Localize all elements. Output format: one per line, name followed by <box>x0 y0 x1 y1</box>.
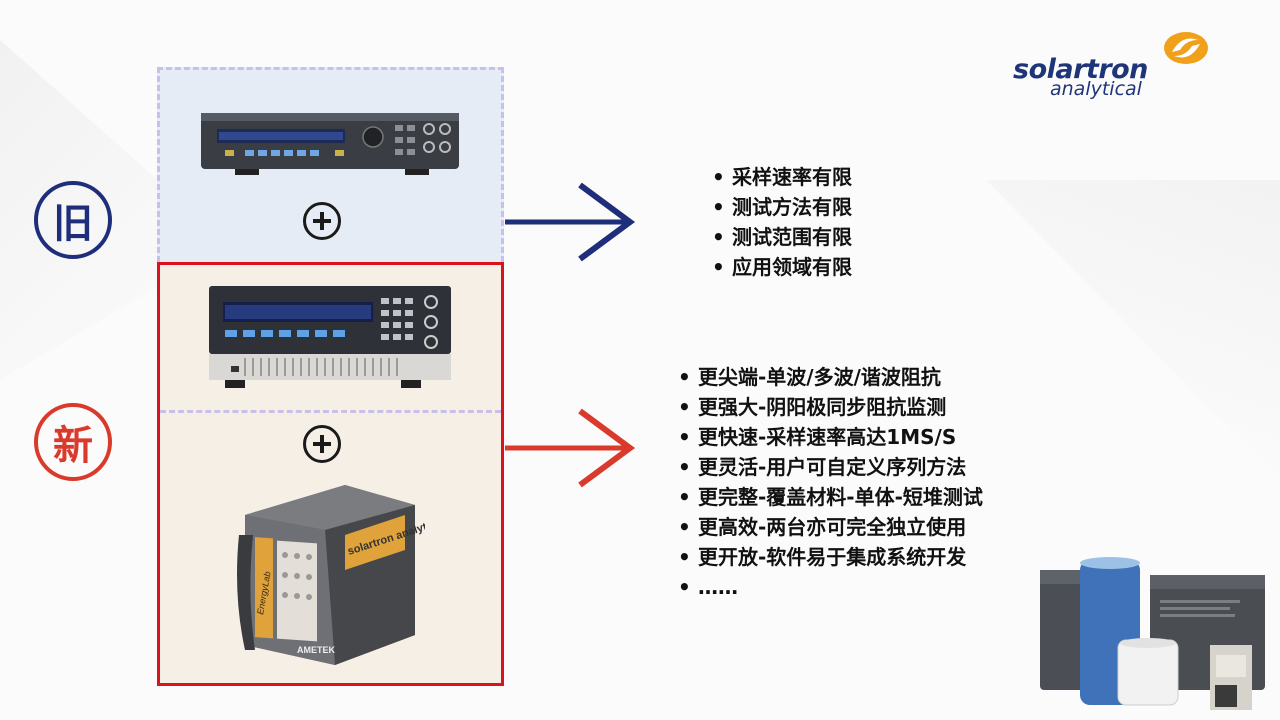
old-limitations-list: 采样速率有限 测试方法有限 测试范围有限 应用领域有限 <box>712 162 852 282</box>
list-item: …… <box>678 572 983 602</box>
arrow-right-new-icon <box>505 408 636 488</box>
plus-icon <box>303 202 341 240</box>
old-label-text: 旧 <box>53 201 93 247</box>
list-item: 更灵活-用户可自定义序列方法 <box>678 452 983 482</box>
new-label-text: 新 <box>53 423 93 469</box>
list-item: 应用领域有限 <box>712 252 852 282</box>
arrow-right-old-icon <box>505 182 636 262</box>
old-label-circle: 旧 <box>34 181 112 259</box>
solartron-logo: solartron analytical <box>1010 30 1220 110</box>
plus-icon <box>303 425 341 463</box>
energylab-system-image: solartron analytical EnergyLab AMETEK <box>237 485 425 665</box>
list-item: 更快速-采样速率高达1MS/S <box>678 422 983 452</box>
list-item: 测试方法有限 <box>712 192 852 222</box>
logo-brand-text: solartron <box>1013 54 1148 85</box>
new-impedance-analyzer-image <box>209 286 451 388</box>
list-item: 测试范围有限 <box>712 222 852 252</box>
logo-swirl-icon <box>1164 32 1208 64</box>
list-item: 更完整-覆盖材料-单体-短堆测试 <box>678 482 983 512</box>
battery-capacitor-image <box>1040 557 1265 710</box>
new-advantages-list: 更尖端-单波/多波/谐波阻抗 更强大-阴阳极同步阻抗监测 更快速-采样速率高达1… <box>678 362 983 602</box>
list-item: 采样速率有限 <box>712 162 852 192</box>
list-item: 更开放-软件易于集成系统开发 <box>678 542 983 572</box>
shared-device-region <box>160 265 501 413</box>
new-label-circle: 新 <box>34 403 112 481</box>
old-impedance-analyzer-image <box>201 113 459 175</box>
list-item: 更尖端-单波/多波/谐波阻抗 <box>678 362 983 392</box>
logo-tagline-text: analytical <box>1050 78 1142 100</box>
svg-text:AMETEK: AMETEK <box>297 645 336 655</box>
list-item: 更高效-两台亦可完全独立使用 <box>678 512 983 542</box>
list-item: 更强大-阴阳极同步阻抗监测 <box>678 392 983 422</box>
